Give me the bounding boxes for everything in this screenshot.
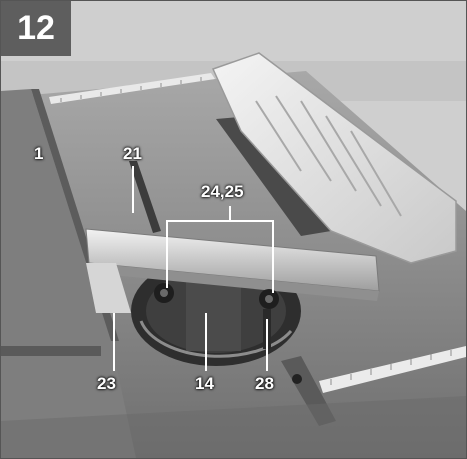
rear-ruler <box>49 73 215 104</box>
callout-label-28: 28 <box>255 374 274 393</box>
front-ruler <box>319 346 466 393</box>
table-extension-left <box>1 89 136 458</box>
mitre-groove <box>129 161 161 233</box>
callout-label-24-25: 24,25 <box>201 182 244 201</box>
callout-label-23: 23 <box>97 374 116 393</box>
figure-number-badge: 12 <box>1 1 71 56</box>
callout-label-14: 14 <box>195 374 214 393</box>
callout-label-1: 1 <box>34 144 44 163</box>
blade-guard <box>211 52 457 264</box>
leader-24-25 <box>166 220 274 293</box>
callout-label-21: 21 <box>123 144 142 163</box>
